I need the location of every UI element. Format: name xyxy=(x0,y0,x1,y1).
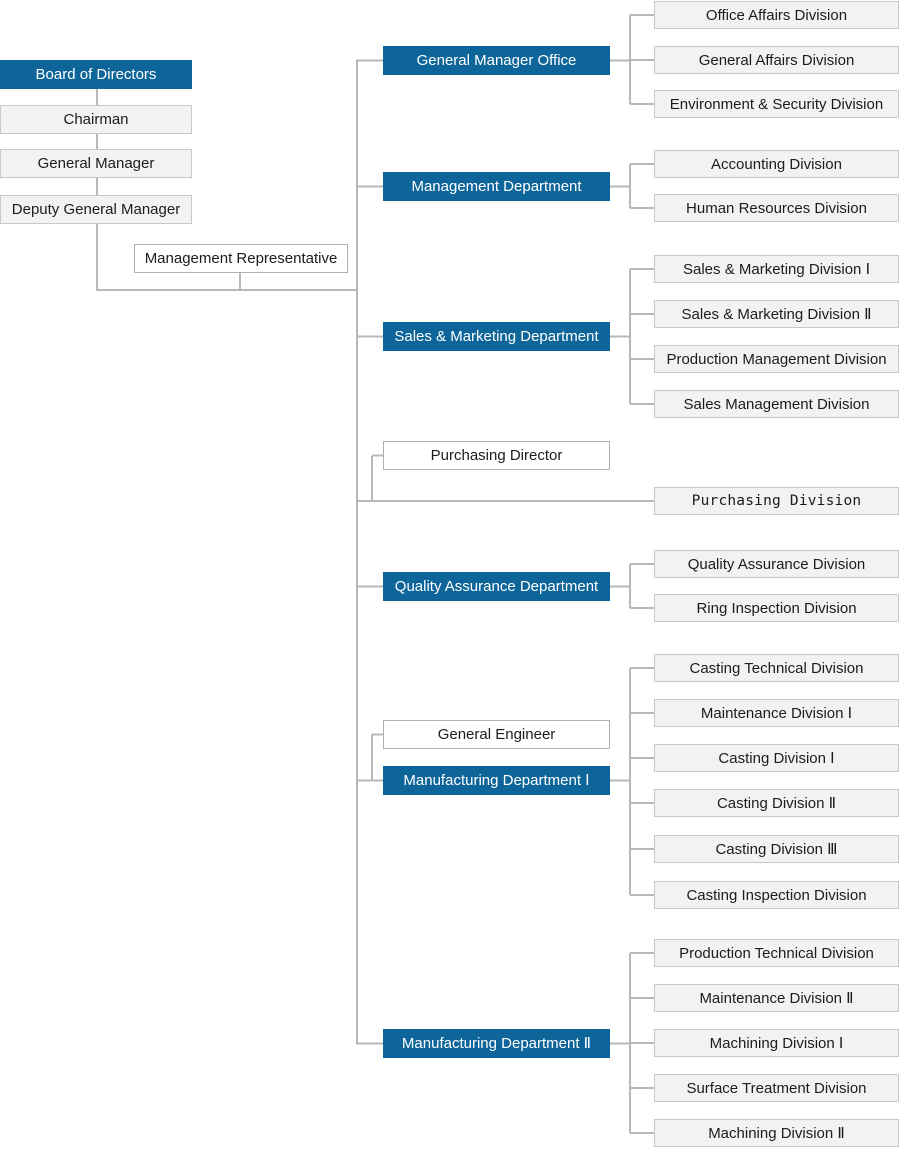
node-board-of-directors: Board of Directors xyxy=(0,60,192,89)
node-purchasing-division: Purchasing Division xyxy=(654,487,899,515)
node-maintenance-division-2: Maintenance Division Ⅱ xyxy=(654,984,899,1012)
node-sales-marketing-division-1: Sales & Marketing Division Ⅰ xyxy=(654,255,899,283)
node-general-manager-office: General Manager Office xyxy=(383,46,610,75)
node-general-affairs-division: General Affairs Division xyxy=(654,46,899,74)
node-quality-assurance-division: Quality Assurance Division xyxy=(654,550,899,578)
node-surface-treatment-division: Surface Treatment Division xyxy=(654,1074,899,1102)
node-casting-inspection-division: Casting Inspection Division xyxy=(654,881,899,909)
node-ring-inspection-division: Ring Inspection Division xyxy=(654,594,899,622)
node-casting-technical-division: Casting Technical Division xyxy=(654,654,899,682)
node-manufacturing-department-1: Manufacturing Department Ⅰ xyxy=(383,766,610,795)
node-sales-marketing-department: Sales & Marketing Department xyxy=(383,322,610,351)
node-production-management-division: Production Management Division xyxy=(654,345,899,373)
node-management-representative: Management Representative xyxy=(134,244,348,273)
node-machining-division-1: Machining Division Ⅰ xyxy=(654,1029,899,1057)
node-chairman: Chairman xyxy=(0,105,192,134)
node-deputy-general-manager: Deputy General Manager xyxy=(0,195,192,224)
node-casting-division-1: Casting Division Ⅰ xyxy=(654,744,899,772)
node-maintenance-division-1: Maintenance Division Ⅰ xyxy=(654,699,899,727)
node-production-technical-division: Production Technical Division xyxy=(654,939,899,967)
node-management-department: Management Department xyxy=(383,172,610,201)
node-manufacturing-department-2: Manufacturing Department Ⅱ xyxy=(383,1029,610,1058)
node-casting-division-2: Casting Division Ⅱ xyxy=(654,789,899,817)
node-machining-division-2: Machining Division Ⅱ xyxy=(654,1119,899,1147)
node-general-engineer: General Engineer xyxy=(383,720,610,749)
node-office-affairs-division: Office Affairs Division xyxy=(654,1,899,29)
node-accounting-division: Accounting Division xyxy=(654,150,899,178)
node-general-manager: General Manager xyxy=(0,149,192,178)
node-sales-marketing-division-2: Sales & Marketing Division Ⅱ xyxy=(654,300,899,328)
node-casting-division-3: Casting Division Ⅲ xyxy=(654,835,899,863)
node-human-resources-division: Human Resources Division xyxy=(654,194,899,222)
node-environment-security-division: Environment & Security Division xyxy=(654,90,899,118)
node-purchasing-director: Purchasing Director xyxy=(383,441,610,470)
node-quality-assurance-department: Quality Assurance Department xyxy=(383,572,610,601)
node-sales-management-division: Sales Management Division xyxy=(654,390,899,418)
